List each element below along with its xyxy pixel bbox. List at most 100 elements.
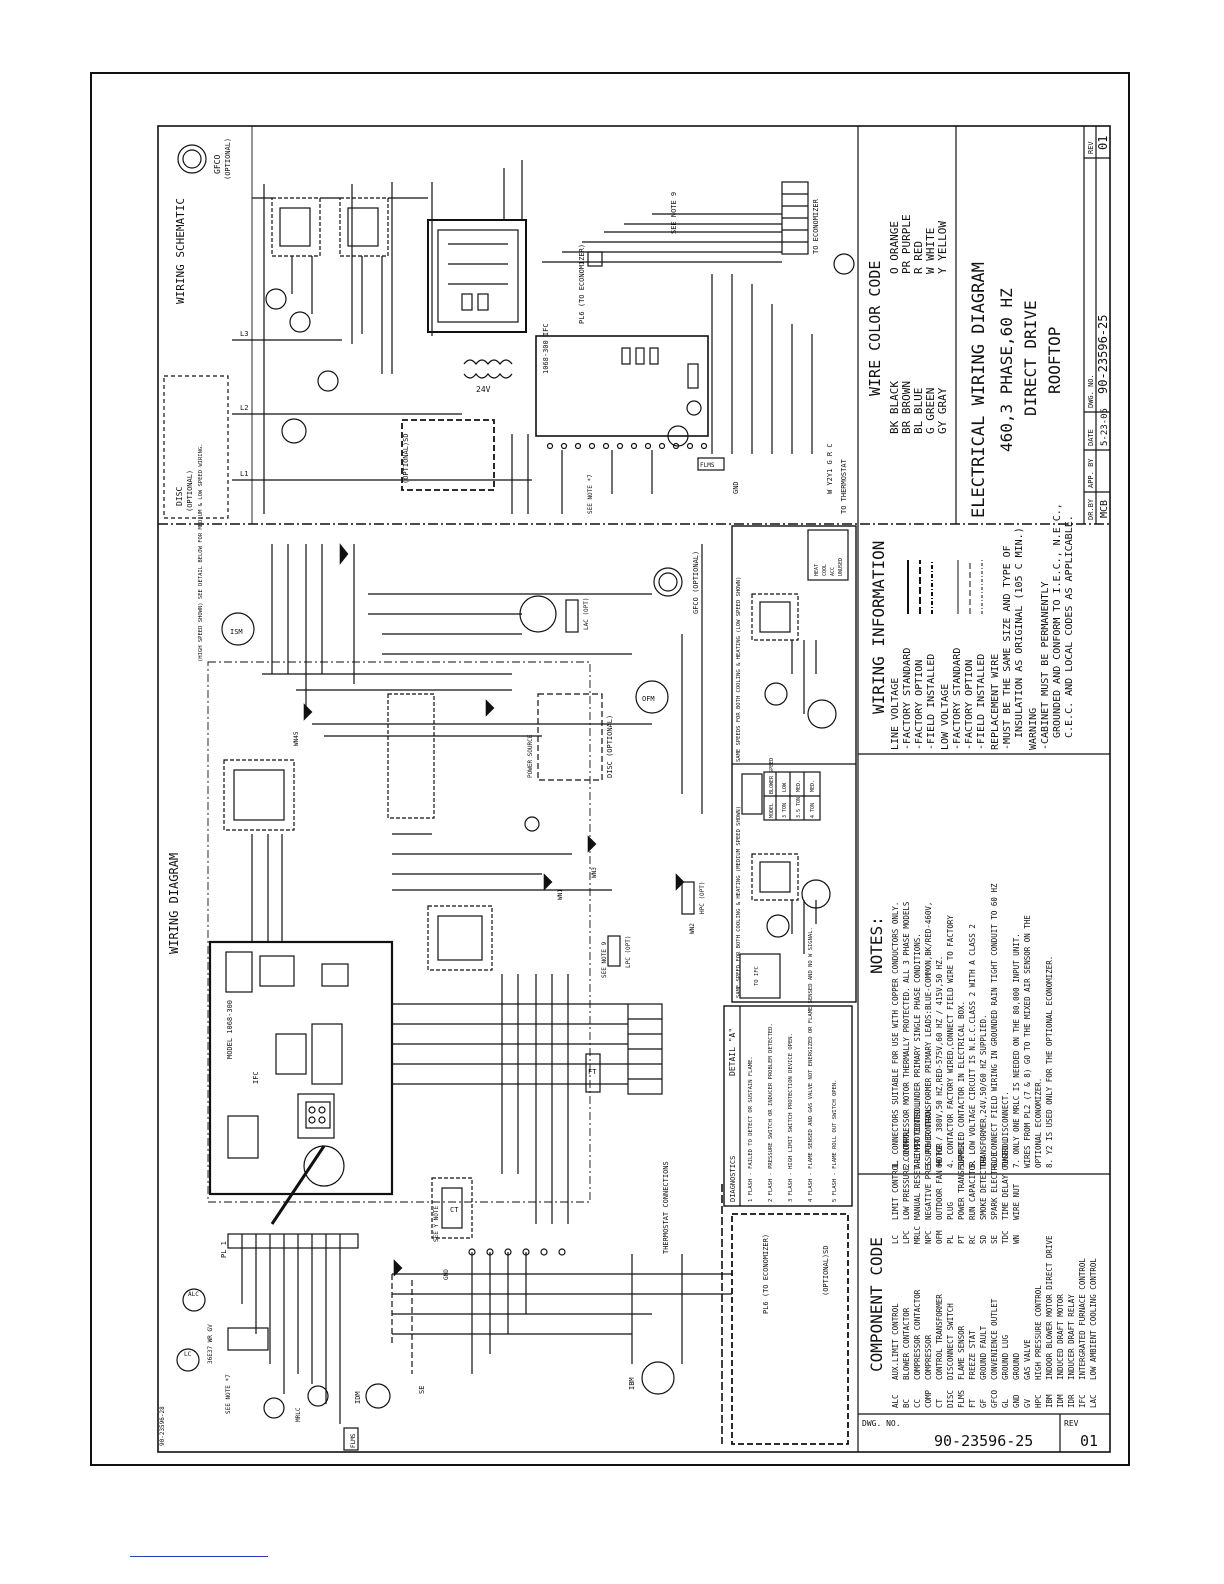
alc-switch: [182, 1288, 206, 1312]
ifc-led-matrix: [305, 1101, 331, 1129]
ism-label: ISM: [230, 628, 243, 636]
wire-nut-wn2: [675, 873, 685, 891]
component-col2-desc-5: PLUG: [946, 1201, 955, 1220]
speed-table-header-model: MODEL: [769, 803, 775, 818]
note-line-0: 1. CONNECTORS SUITABLE FOR USE WITH COPP…: [891, 902, 900, 1168]
hpc-label: HPC (OPT): [699, 881, 706, 914]
title-line3: DIRECT DRIVE: [1021, 300, 1040, 416]
schematic-gnd-label: GND: [732, 481, 740, 494]
component-code-title: COMPONENT CODE: [867, 1237, 886, 1372]
component-col1-desc-5: DISCONNECT SWITCH: [946, 1303, 955, 1380]
note-line-10: FUSED DISCONNECT.: [1001, 1091, 1010, 1168]
component-col2-desc-4: OUTDOOR FAN MOTOR: [935, 1143, 944, 1220]
color-code-left-0: BK BLACK: [888, 381, 901, 434]
component-col1-code-1: BC: [902, 1399, 911, 1408]
line-voltage-label: LINE VOLTAGE: [890, 678, 901, 750]
component-col2-code-0: LC: [891, 1235, 900, 1244]
l3-label: L3: [240, 330, 248, 338]
schematic-ifc-1068: [535, 335, 709, 437]
ifc-terminal-acc: ACC: [830, 567, 836, 576]
schematic-ibm-motor: [265, 288, 287, 310]
date-label: DATE: [1087, 429, 1095, 446]
speed-low-title: SAME SPEEDS FOR BOTH COOLING & HEATING (…: [736, 577, 742, 762]
schematic-ibm-motor-2: [289, 311, 311, 333]
notes: NOTES: 1. CONNECTORS SUITABLE FOR USE WI…: [867, 883, 1054, 1168]
dwg-block-rev: 01: [1080, 1432, 1098, 1450]
blower-contactor-box: [271, 197, 321, 257]
color-code-right-3: W WHITE: [924, 228, 937, 274]
dwg-block: DWG. NO. 90-23596-25 REV 01: [858, 1413, 1110, 1452]
schematic-title: WIRING SCHEMATIC: [174, 198, 187, 304]
replacement-wire-label: REPLACEMENT WIRE: [990, 654, 1001, 750]
compressor-contactor-box: [339, 197, 389, 257]
component-col2-code-7: RC: [968, 1235, 977, 1244]
lpc-label: LPC (OPT): [625, 935, 632, 968]
detail-a-item-1: 2 FLASH - PRESSURE SWITCH OR INDUCER PRO…: [768, 1023, 774, 1202]
speed-row-1-speed: MED.: [796, 780, 802, 792]
component-col2-desc-2: MANUAL RESET LIMIT CONTROL: [913, 1102, 922, 1220]
control-transformer: [463, 359, 513, 365]
component-col2-desc-9: SPARK ELECTRODE: [990, 1152, 999, 1220]
color-code-left-2: BL BLUE: [912, 388, 925, 434]
note-line-4: 60 HZ / 380V,50 HZ,RED-575V,60 HZ / 415V…: [935, 956, 944, 1168]
pl6-lower-label: PL6 (TO ECONOMIZER): [762, 1234, 770, 1314]
component-col1-code-4: CT: [935, 1398, 944, 1408]
schematic-disc-box: [163, 375, 229, 519]
drawing-sheet: WIRING SCHEMATIC GFCO (OPTIONAL) PL6 (TO…: [90, 72, 1130, 1466]
color-code-right-4: Y YELLOW: [936, 221, 949, 274]
component-col1-desc-12: GAS VALVE: [1023, 1339, 1032, 1380]
schematic-comp: [281, 418, 307, 444]
component-col2-code-1: LPC: [902, 1230, 911, 1244]
dwg-no-value: 90-23596-25: [1096, 315, 1110, 394]
lc-switch: [176, 1348, 200, 1372]
speed-row-0-speed: LOW: [782, 782, 788, 792]
see-note-7-lower: SEE NOTE *7: [225, 1374, 232, 1414]
warning-line-3: C.E.C. AND LOCAL CODES AS APPLICABLE.: [1064, 515, 1075, 738]
factory-standard-2-label: -FACTORY STANDARD: [952, 648, 963, 750]
blower-relay: [223, 759, 295, 831]
schematic-flms-label: FLMS: [700, 462, 715, 469]
component-col2-desc-1: LOW PRESSURE CONTROL: [902, 1129, 911, 1220]
component-col2-desc-7: RUN CAPACITOR: [968, 1161, 977, 1220]
thermostat-terminals-label: W Y2Y1 G R C: [826, 443, 834, 494]
wire-color-code: WIRE COLOR CODE BK BLACK BR BROWN BL BLU…: [866, 214, 949, 434]
note-line-2: ARE PROTECTED UNDER PRIMARY SINGLE PHASE…: [913, 933, 922, 1168]
component-col1-code-17: IFC: [1078, 1394, 1087, 1408]
transformer-label: 24V: [476, 385, 491, 394]
schematic-terminal-row: [546, 442, 708, 450]
color-code-title: WIRE COLOR CODE: [866, 261, 884, 396]
component-col1-desc-0: AUX.LIMIT CONTROL: [891, 1303, 900, 1380]
l2-label: L2: [240, 404, 248, 412]
note-line-11: 7. ONLY ONE MRLC IS NEEDED ON THE 80,000…: [1012, 933, 1021, 1168]
mrlc-switch-1: [307, 1385, 329, 1407]
component-col1-desc-9: CONVENIENCE OUTLET: [990, 1298, 999, 1380]
note-line-7: 5. LOW VOLTAGE CIRCUIT IS N.E.C.CLASS 2 …: [968, 924, 977, 1168]
power-source-disc: [537, 693, 603, 781]
inducer-relay: [427, 905, 493, 971]
dwg-no-label: DWG. NO.: [1087, 374, 1095, 408]
unit-boundary: [207, 661, 591, 1203]
component-col1-desc-7: FREEZE STAT: [968, 1330, 977, 1380]
gfco-outlet-lower: [653, 567, 683, 597]
component-col2-code-8: SD: [979, 1234, 988, 1244]
to-thermostat-label: TO THERMOSTAT: [840, 458, 848, 514]
speed-to-ifc: TO IFC: [754, 966, 760, 986]
mrlc-switch-2: [263, 1397, 285, 1419]
field-installed-label: -FIELD INSTALLED: [926, 654, 937, 750]
wn2-label: WN2: [689, 923, 696, 934]
schematic-see-note-7: SEE NOTE *7: [587, 474, 594, 514]
component-col1-desc-17: INTERGRATED FURNACE CONTROL: [1078, 1258, 1087, 1380]
speed-row-2-speed: MED.: [810, 780, 816, 792]
see-y-note: SEE Y NOTE: [433, 1205, 440, 1242]
ifc-terminal-heat: HEAT: [814, 564, 820, 576]
ifc-terminal-cool: COOL: [822, 564, 828, 576]
component-col1-code-0: ALC: [891, 1394, 900, 1408]
dr-by-label: DR.BY: [1087, 498, 1095, 520]
dwg-block-rev-label: REV: [1064, 1419, 1079, 1428]
dr-by-value: MCB: [1099, 500, 1110, 518]
gfco-outlet: [177, 144, 207, 174]
note-line-1: 2. COMPRESSOR MOTOR THERMALLY PROTECTED.…: [902, 901, 911, 1168]
dwg-block-number: 90-23596-25: [934, 1432, 1033, 1450]
gfco-lower-label: GFCO (OPTIONAL): [692, 551, 700, 614]
component-col1-code-3: COMP: [924, 1389, 933, 1408]
